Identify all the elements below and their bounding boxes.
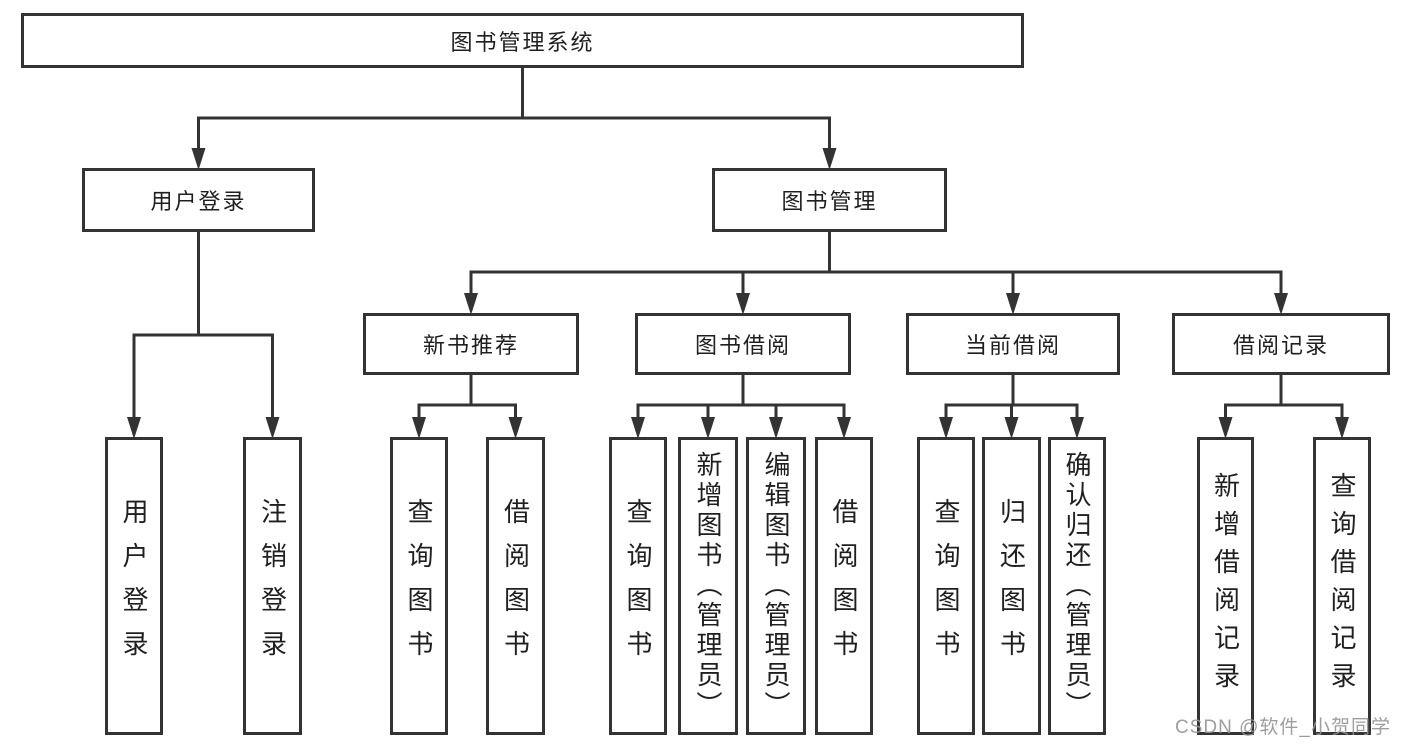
leaf-query-books-borrowing: 查询图书 [609,437,667,735]
arrowhead [1004,417,1019,439]
node-borrowing-records: 借阅记录 [1172,313,1390,375]
leaf-query-books-current: 查询图书 [917,437,975,735]
arrowhead [508,417,523,439]
arrowhead [1070,417,1084,439]
arrowhead [736,293,750,315]
node-book-management: 图书管理 [712,168,947,232]
watermark-text: CSDN @软件_小贺同学 [1175,717,1391,738]
arrowhead [1335,417,1349,439]
node-library-management-system: 图书管理系统 [21,13,1024,68]
leaf-logout: 注销登录 [243,437,302,735]
node-current-borrowing: 当前借阅 [906,313,1120,375]
arrowhead [822,148,837,170]
leaf-query-borrowing-record: 查询借阅记录 [1313,437,1371,735]
node-book-borrowing: 图书借阅 [635,313,851,375]
arrowhead [265,417,280,439]
leaf-query-books-recommend: 查询图书 [390,437,448,735]
arrowhead [1274,293,1288,315]
arrowhead [939,417,953,439]
leaf-edit-books-admin: 编辑图书（管理员） [746,437,806,735]
leaf-add-books-admin: 新增图书（管理员） [678,437,738,735]
node-user-login: 用户登录 [82,168,315,232]
leaf-borrow-books-borrowing: 借阅图书 [815,437,873,735]
node-new-book-recommendation: 新书推荐 [363,313,579,375]
arrowhead [769,417,783,439]
leaf-confirm-return-admin: 确认归还（管理员） [1048,437,1106,735]
arrowhead [191,148,206,170]
arrowhead [837,417,851,439]
arrowhead [631,417,645,439]
leaf-return-books: 归还图书 [982,437,1041,735]
leaf-add-borrowing-record: 新增借阅记录 [1197,437,1254,735]
arrowhead [412,417,426,439]
leaf-user-login: 用户登录 [105,437,163,735]
arrowhead [464,293,478,315]
arrowhead [701,417,715,439]
arrowhead [1218,417,1233,439]
arrowhead [127,417,141,439]
leaf-borrow-books-recommend: 借阅图书 [486,437,545,735]
arrowhead [1006,293,1020,315]
